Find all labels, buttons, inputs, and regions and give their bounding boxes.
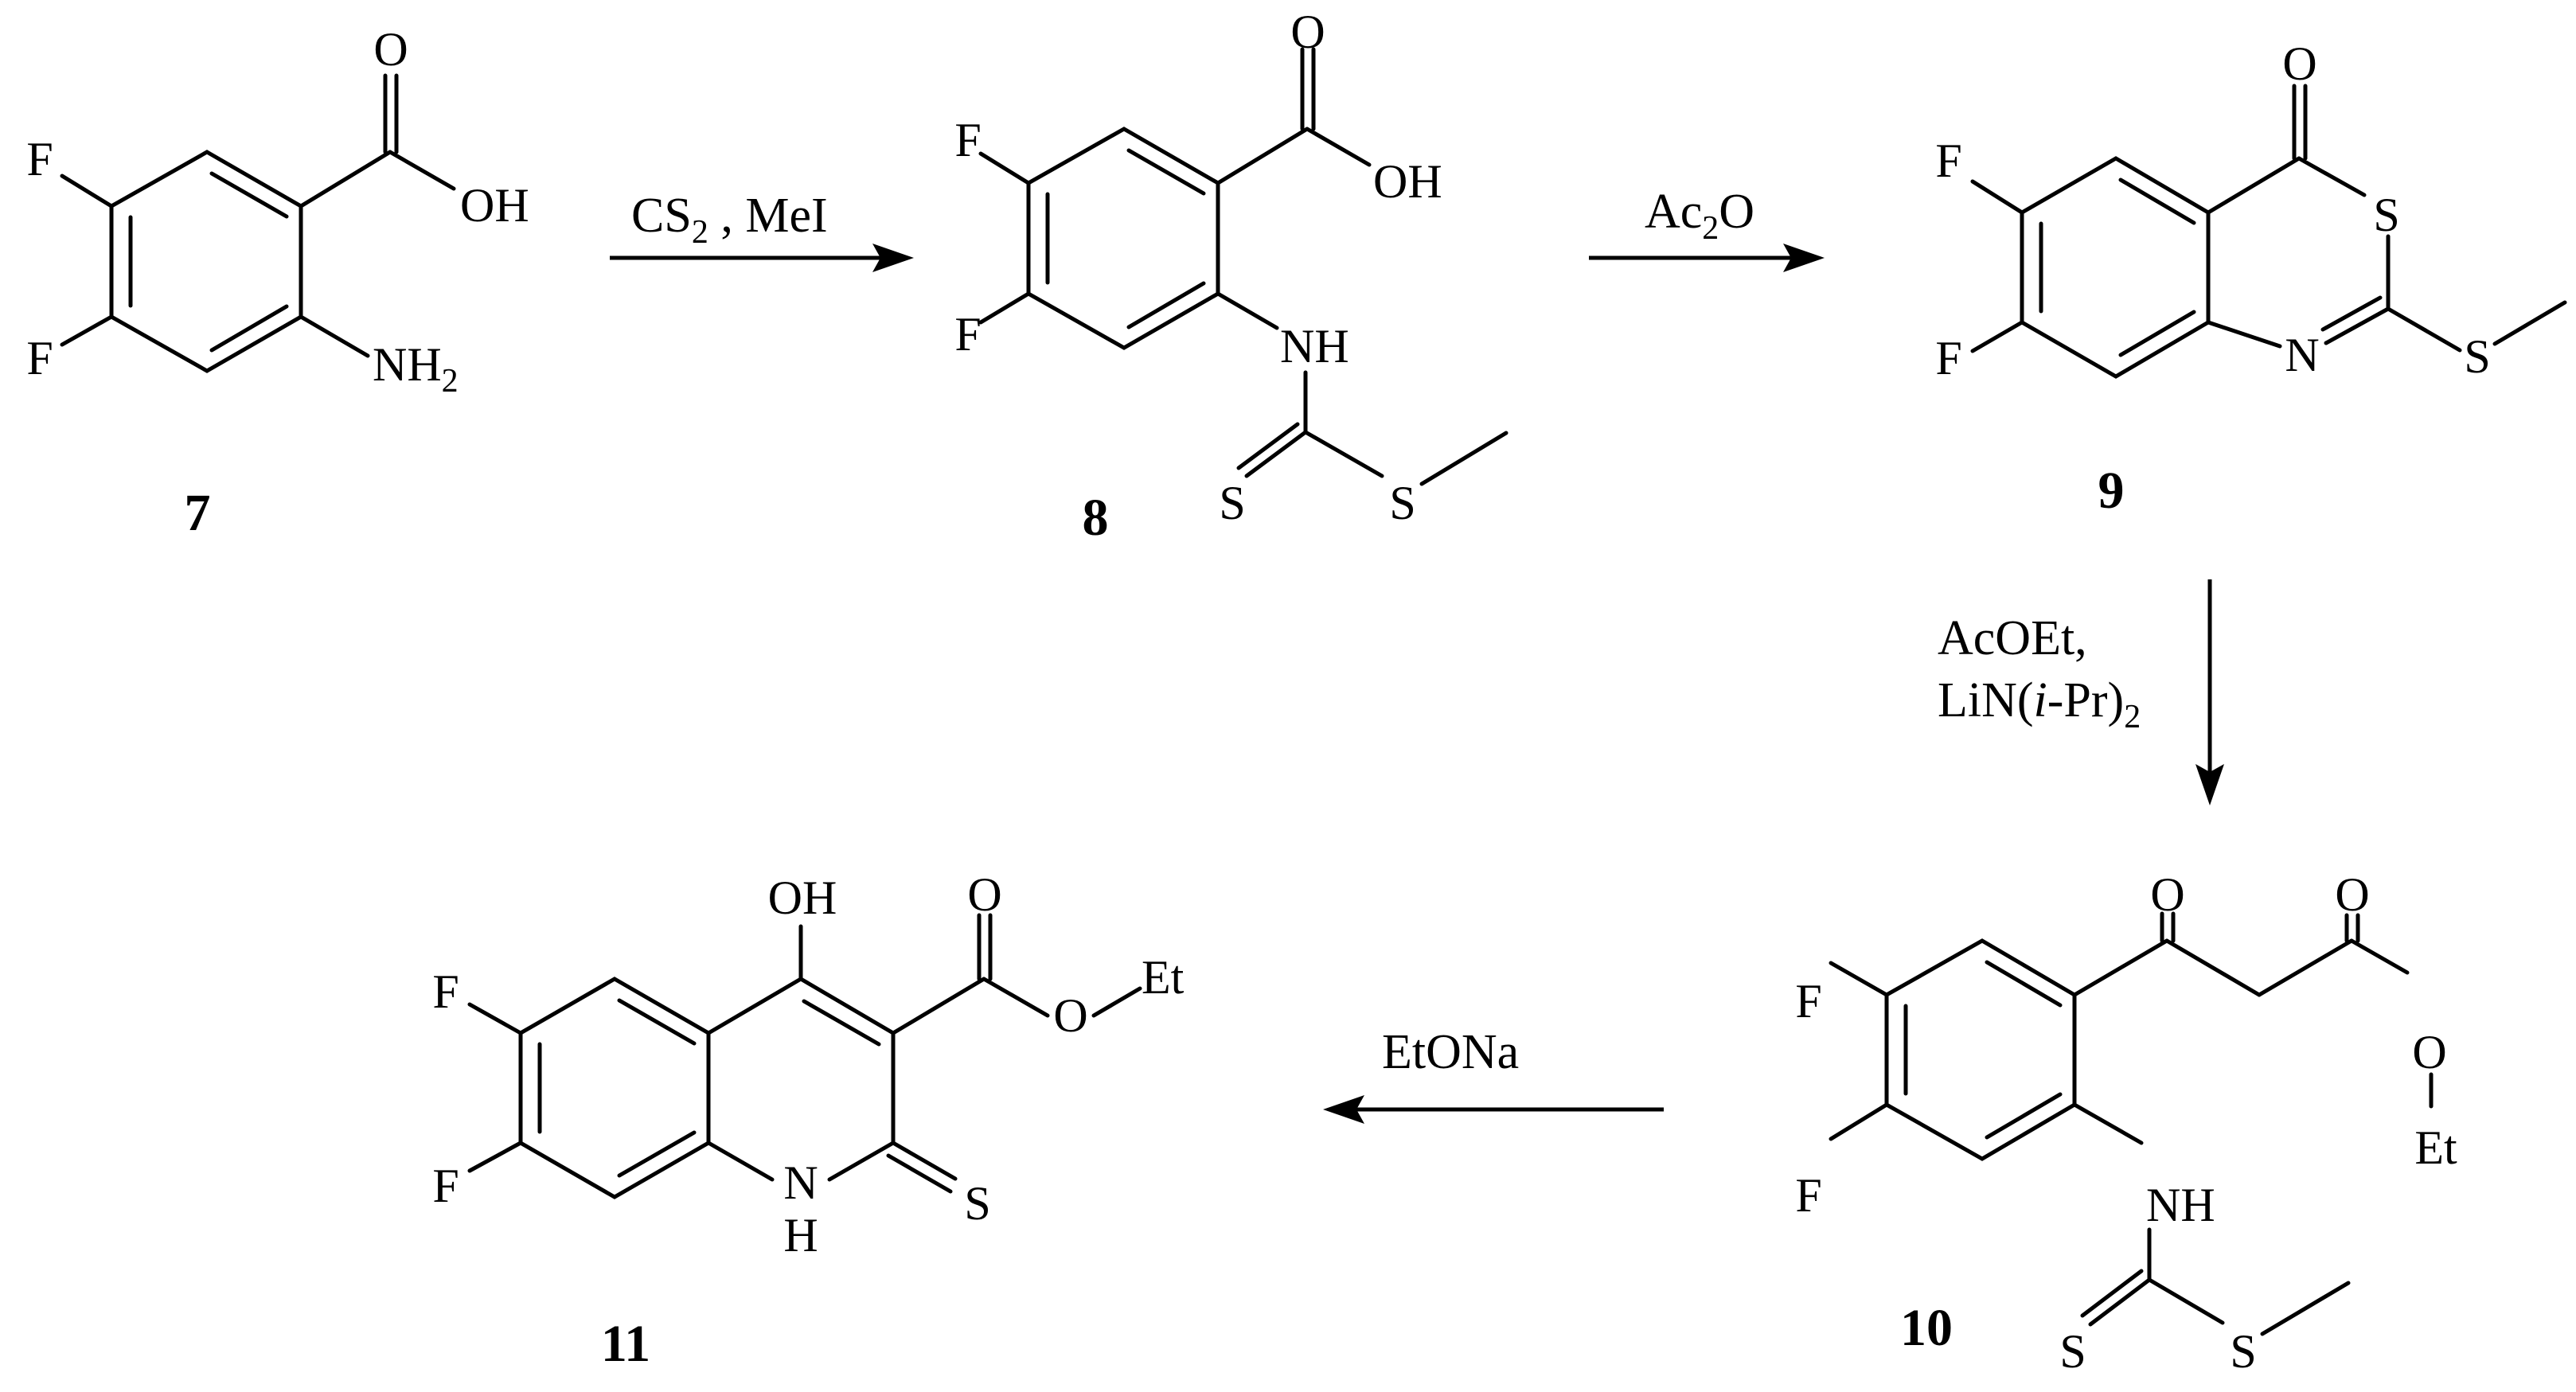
- compound-10-ketone-o: O: [2150, 868, 2184, 921]
- reaction-arrow-9-to-10: AcOEt, LiN(i-Pr)2: [1938, 579, 2224, 805]
- compound-10-bonds: [1829, 911, 2434, 1336]
- compound-7-bonds: [60, 73, 456, 373]
- arrowhead: [1323, 1095, 1364, 1124]
- compound-7-oh: OH: [460, 179, 529, 232]
- compound-11-nh-h: H: [783, 1209, 818, 1261]
- compound-9: F F O S N S 9: [1935, 37, 2567, 520]
- compound-11-ester-o: O: [967, 868, 1001, 921]
- reaction-arrow-10-to-11: EtONa: [1323, 1025, 1664, 1124]
- compound-9-bonds: [1970, 84, 2567, 379]
- compound-9-carbonyl-o: O: [2282, 37, 2316, 90]
- compound-8-oh: OH: [1373, 155, 1442, 208]
- compound-9-ring-n: N: [2285, 329, 2319, 381]
- compound-11-thione-s: S: [964, 1177, 990, 1230]
- compound-10-ethyl: Et: [2414, 1121, 2457, 1174]
- compound-7-f2: F: [26, 332, 53, 384]
- arrowhead: [1783, 244, 1825, 272]
- compound-9-thioether-s: S: [2464, 330, 2490, 383]
- compound-10-thione-s: S: [2059, 1325, 2086, 1378]
- compound-11-ether-o: O: [1053, 989, 1087, 1042]
- compound-9-f1: F: [1935, 135, 1961, 187]
- arrowhead: [2195, 764, 2224, 805]
- compound-11-f2: F: [432, 1160, 459, 1212]
- compound-10: F F O O O Et NH S S 10: [1795, 868, 2457, 1378]
- compound-11-ethyl: Et: [1142, 951, 1185, 1004]
- compound-9-label: 9: [2098, 462, 2125, 520]
- reaction-arrow-7-to-8: CS2 , MeI: [610, 189, 914, 272]
- arrowhead: [872, 244, 914, 272]
- reagent-lda: LiN(i-Pr)2: [1938, 673, 2141, 735]
- compound-8-f1: F: [954, 114, 981, 166]
- reagent-cs2-mei: CS2 , MeI: [631, 189, 828, 251]
- compound-7-carbonyl-o: O: [373, 23, 408, 76]
- compound-10-ether-o: O: [2412, 1026, 2446, 1078]
- compound-10-ester-o: O: [2335, 868, 2369, 921]
- reagent-acoet: AcOEt,: [1938, 611, 2087, 665]
- compound-10-nh: NH: [2146, 1179, 2215, 1231]
- compound-7-nh2: NH2: [373, 338, 459, 400]
- compound-8-carbonyl-o: O: [1290, 6, 1325, 58]
- compound-11-label: 11: [601, 1315, 650, 1373]
- reagent-ac2o: Ac2O: [1645, 185, 1754, 247]
- compound-10-thioether-s: S: [2230, 1325, 2256, 1378]
- reaction-arrow-8-to-9: Ac2O: [1589, 185, 1825, 272]
- compound-11-nh-n: N: [783, 1156, 818, 1209]
- compound-10-f2: F: [1795, 1169, 1821, 1222]
- compound-7-label: 7: [185, 484, 211, 542]
- compound-8-thione-s: S: [1219, 477, 1245, 529]
- compound-8-thioether-s: S: [1389, 477, 1415, 529]
- compound-9-f2: F: [1935, 332, 1961, 384]
- compound-8-nh: NH: [1280, 320, 1349, 372]
- compound-11: F F OH O O Et N H S 11: [432, 868, 1184, 1373]
- compound-8: F F O OH NH S S 8: [954, 6, 1509, 547]
- compound-8-bonds: [978, 47, 1509, 486]
- compound-11-bonds: [467, 913, 1142, 1199]
- compound-9-ring-s: S: [2373, 189, 2399, 241]
- compound-8-label: 8: [1083, 489, 1109, 547]
- compound-8-f2: F: [954, 308, 981, 361]
- compound-11-f1: F: [432, 965, 459, 1018]
- compound-7-f1: F: [26, 133, 53, 185]
- compound-11-oh: OH: [768, 871, 837, 924]
- compound-10-label: 10: [1900, 1299, 1953, 1357]
- compound-10-f1: F: [1795, 975, 1821, 1027]
- compound-7: F F O OH NH2 7: [26, 23, 529, 542]
- reagent-etona: EtONa: [1382, 1025, 1519, 1079]
